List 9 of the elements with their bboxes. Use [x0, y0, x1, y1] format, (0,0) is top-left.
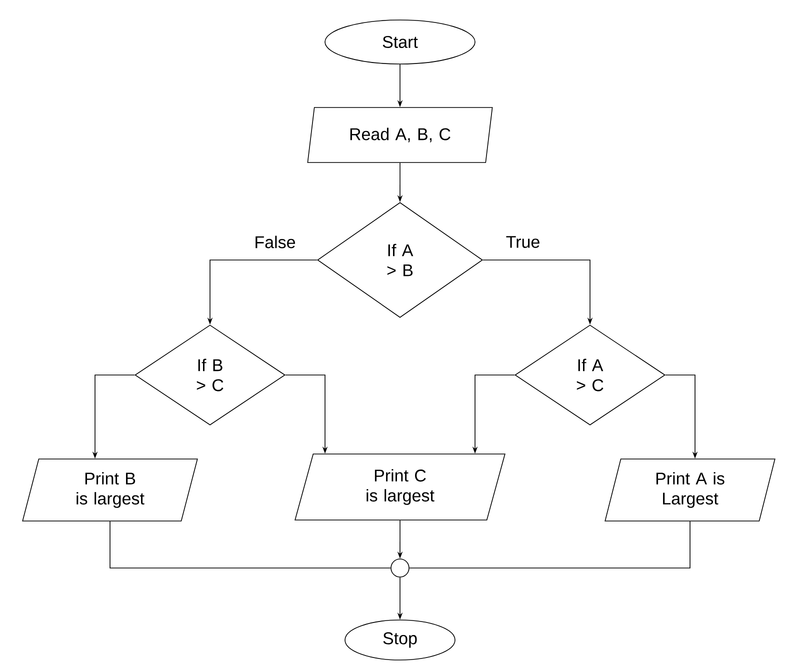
stop-terminal: Stop — [344, 620, 456, 660]
connector-circle — [390, 558, 410, 578]
edge-label: False — [253, 234, 297, 250]
output-box: Print A is Largest — [604, 458, 776, 522]
output-box: Print B is largest — [22, 458, 198, 522]
output-box: Print C is largest — [294, 454, 506, 520]
edge-label: True — [504, 235, 542, 249]
input-box: Read A, B, C — [307, 107, 493, 163]
start-terminal: Start — [324, 20, 476, 64]
